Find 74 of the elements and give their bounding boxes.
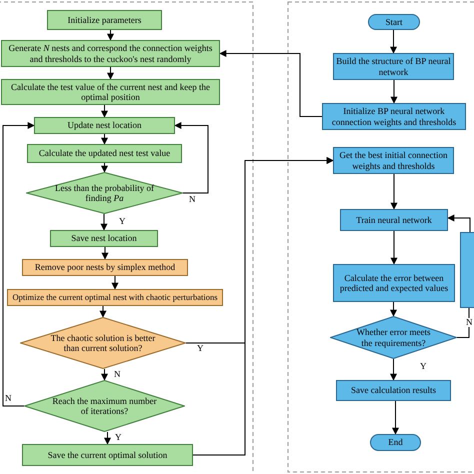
node-text: End [387, 437, 404, 448]
arrow [390, 80, 398, 104]
node-text: Get the best initial connection weights and thresholds [338, 150, 448, 171]
edge-label: N [465, 318, 474, 327]
decision-diamond [20, 317, 186, 369]
edge-label: N [188, 195, 196, 204]
node-text: Build the structure of BP neural network [335, 56, 452, 77]
node-text: Calculate the updated nest test value [38, 148, 172, 159]
process-box [22, 259, 188, 276]
arrow [192, 157, 334, 456]
arrow [102, 246, 108, 260]
arrow [392, 400, 399, 435]
process-box [460, 232, 474, 308]
edge-label: Y [196, 344, 204, 353]
edge-label: Y [118, 217, 126, 226]
arrow [390, 302, 397, 317]
arrow [219, 50, 322, 117]
process-box [22, 444, 193, 466]
process-box [27, 144, 182, 163]
node-text: Calculate the error between predicted and expected values [338, 272, 450, 294]
arrow [112, 276, 118, 290]
process-box [47, 10, 162, 30]
arrow [100, 306, 106, 318]
node-text: Start [384, 16, 404, 28]
node-text: Whether error meets the requirements? [356, 327, 432, 348]
edge-label: Y [419, 362, 428, 371]
decision-diamond [24, 380, 185, 432]
process-box [336, 380, 451, 401]
node-text: The chaotic solution is better than current solution? [50, 332, 156, 354]
node-text: Update nest location [66, 120, 142, 131]
edge-label: N [113, 370, 122, 379]
terminal-pill [368, 14, 420, 30]
arrow [2, 122, 35, 406]
node-text: Calculate the test value of the current nest and keep the optimal position [10, 82, 211, 102]
process-box [34, 117, 175, 134]
arrow [390, 174, 398, 210]
arrow [101, 104, 108, 118]
process-box [333, 147, 454, 174]
arrow [101, 134, 108, 145]
node-text: Train neural network [355, 214, 433, 226]
arrow [390, 30, 397, 54]
node-text: Optimize the current optimal nest with chaotic perturbations [11, 292, 219, 302]
process-box [7, 289, 223, 306]
terminal-pill [370, 434, 421, 451]
node-text: Save nest location [70, 233, 138, 244]
arrow [390, 230, 398, 265]
arrow [101, 368, 108, 381]
edge-label: Y [114, 433, 122, 442]
arrow [174, 122, 208, 194]
node-text: Initialize parameters [66, 14, 142, 26]
arrow [390, 358, 397, 381]
process-box [1, 40, 220, 67]
process-box [1, 79, 220, 105]
node-text: Remove poor nests by simplex method [34, 262, 176, 273]
node-text: Save the current optimal solution [46, 450, 168, 460]
process-box [50, 230, 158, 247]
decision-diamond [26, 172, 183, 214]
arrow [100, 214, 108, 231]
decision-diamond [330, 316, 457, 359]
arrow [107, 30, 114, 41]
arrow [107, 66, 114, 80]
node-text: Less than the probability of finding Pa [54, 182, 155, 204]
process-box [322, 103, 466, 130]
process-box [333, 264, 455, 302]
node-text: Generate N nests and correspond the connection weights and thresholds to the cuckoo's nest randomly [8, 43, 214, 64]
edge-label: N [4, 394, 12, 403]
node-text: Reach the maximum number of iterations? [51, 396, 158, 416]
connector-line [456, 308, 470, 338]
process-box [340, 209, 448, 231]
arrow [104, 432, 111, 445]
arrow [447, 214, 470, 232]
arrow [101, 162, 108, 173]
node-text: Initialize BP neural network connection weights and thresholds [330, 106, 458, 127]
node-text: Save calculation results [350, 385, 437, 396]
